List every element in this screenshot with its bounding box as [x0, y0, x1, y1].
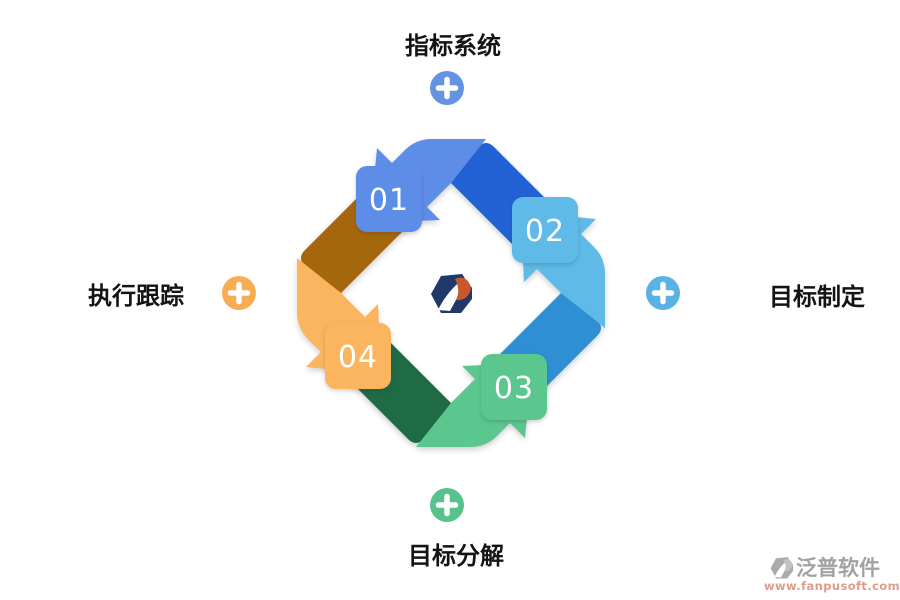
watermark-url: www.fanpusoft.com — [764, 579, 900, 593]
watermark-logo-icon — [770, 557, 794, 579]
plus-icon — [435, 76, 459, 100]
plus-icon — [227, 281, 251, 305]
node-label-left: 执行跟踪 — [88, 282, 184, 310]
step-number-02: 02 — [525, 214, 565, 249]
add-button-right[interactable] — [646, 276, 680, 310]
add-button-top[interactable] — [430, 71, 464, 105]
step-number-01: 01 — [369, 183, 409, 218]
fanpu-logo — [431, 274, 472, 313]
node-label-bottom: 目标分解 — [408, 542, 504, 570]
watermark-glyph-petal — [783, 559, 793, 572]
step-badge-01 — [356, 166, 422, 232]
step-badge-02 — [512, 197, 578, 263]
watermark-brand: 泛普软件 — [796, 556, 880, 580]
step-number-04: 04 — [338, 340, 378, 375]
step-badges — [325, 166, 578, 420]
node-label-right: 目标制定 — [769, 283, 865, 311]
step-number-03: 03 — [494, 371, 534, 406]
plus-icon — [435, 493, 459, 517]
watermark: 泛普软件 www.fanpusoft.com — [764, 556, 900, 593]
add-button-bottom[interactable] — [430, 488, 464, 522]
step-badge-03 — [481, 354, 547, 420]
add-button-left[interactable] — [222, 276, 256, 310]
node-label-top: 指标系统 — [405, 32, 501, 60]
logo-petal — [455, 277, 471, 301]
plus-icon — [651, 281, 675, 305]
step-badge-04 — [325, 323, 391, 389]
